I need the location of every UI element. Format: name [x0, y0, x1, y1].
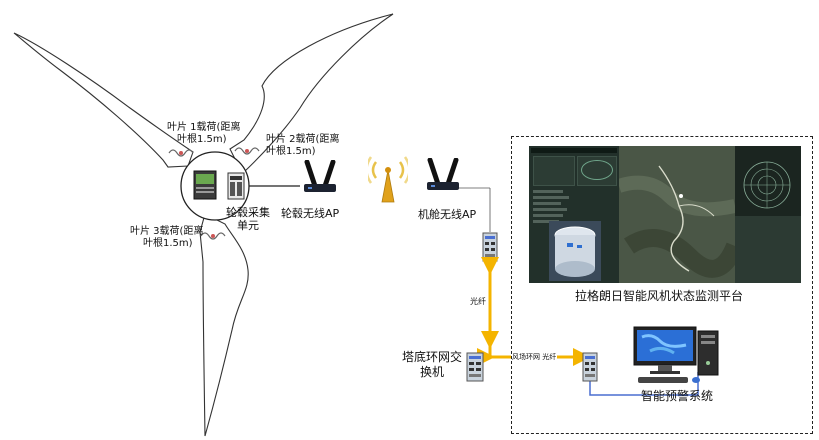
hub-ap-label: 轮毂无线AP: [281, 207, 340, 220]
hub-io-module-icon: [227, 172, 245, 200]
nacelle-wireless-ap-icon: [427, 158, 459, 190]
blade-3-load-label: 叶片 3载荷(距离 叶根1.5m): [130, 226, 204, 249]
nacelle-switch-icon: [482, 232, 498, 262]
warning-switch-icon: [582, 352, 598, 382]
strain-sensor-icon: [200, 232, 226, 240]
workstation-icon: [633, 326, 719, 383]
warning-system-label: 智能预警系统: [641, 389, 714, 403]
blade-3-outline: [199, 213, 249, 437]
hub-collector-device-icon: [193, 170, 217, 200]
hub-wireless-ap-icon: [304, 160, 336, 192]
strain-sensor-icon: [234, 147, 260, 155]
blade-2-load-label: 叶片 2载荷(距离 叶根1.5m): [266, 134, 340, 157]
wireless-signal-icon: [368, 156, 408, 203]
monitoring-platform-boundary: [511, 136, 813, 434]
platform-screenshot: [529, 146, 801, 283]
radar-icon: [743, 161, 791, 209]
blade-1-load-label: 叶片 1载荷(距离 叶根1.5m): [167, 122, 241, 145]
ethernet-line: [589, 372, 699, 396]
platform-title: 拉格朗日智能风机状态监测平台: [575, 289, 744, 303]
vertical-fiber-label: 光纤: [470, 297, 486, 306]
tower-ring-switch-icon: [466, 352, 484, 382]
strain-sensor-icon: [168, 149, 194, 157]
blade-1-outline: [13, 32, 194, 168]
nacelle-ap-label: 机舱无线AP: [418, 208, 477, 221]
tower-switch-label: 塔底环网交 换机: [401, 350, 462, 379]
blade-2-outline: [229, 13, 394, 173]
ring-fiber-label: 风场环网 光纤: [511, 353, 558, 361]
hub-collector-label: 轮毂采集 单元: [226, 206, 270, 232]
